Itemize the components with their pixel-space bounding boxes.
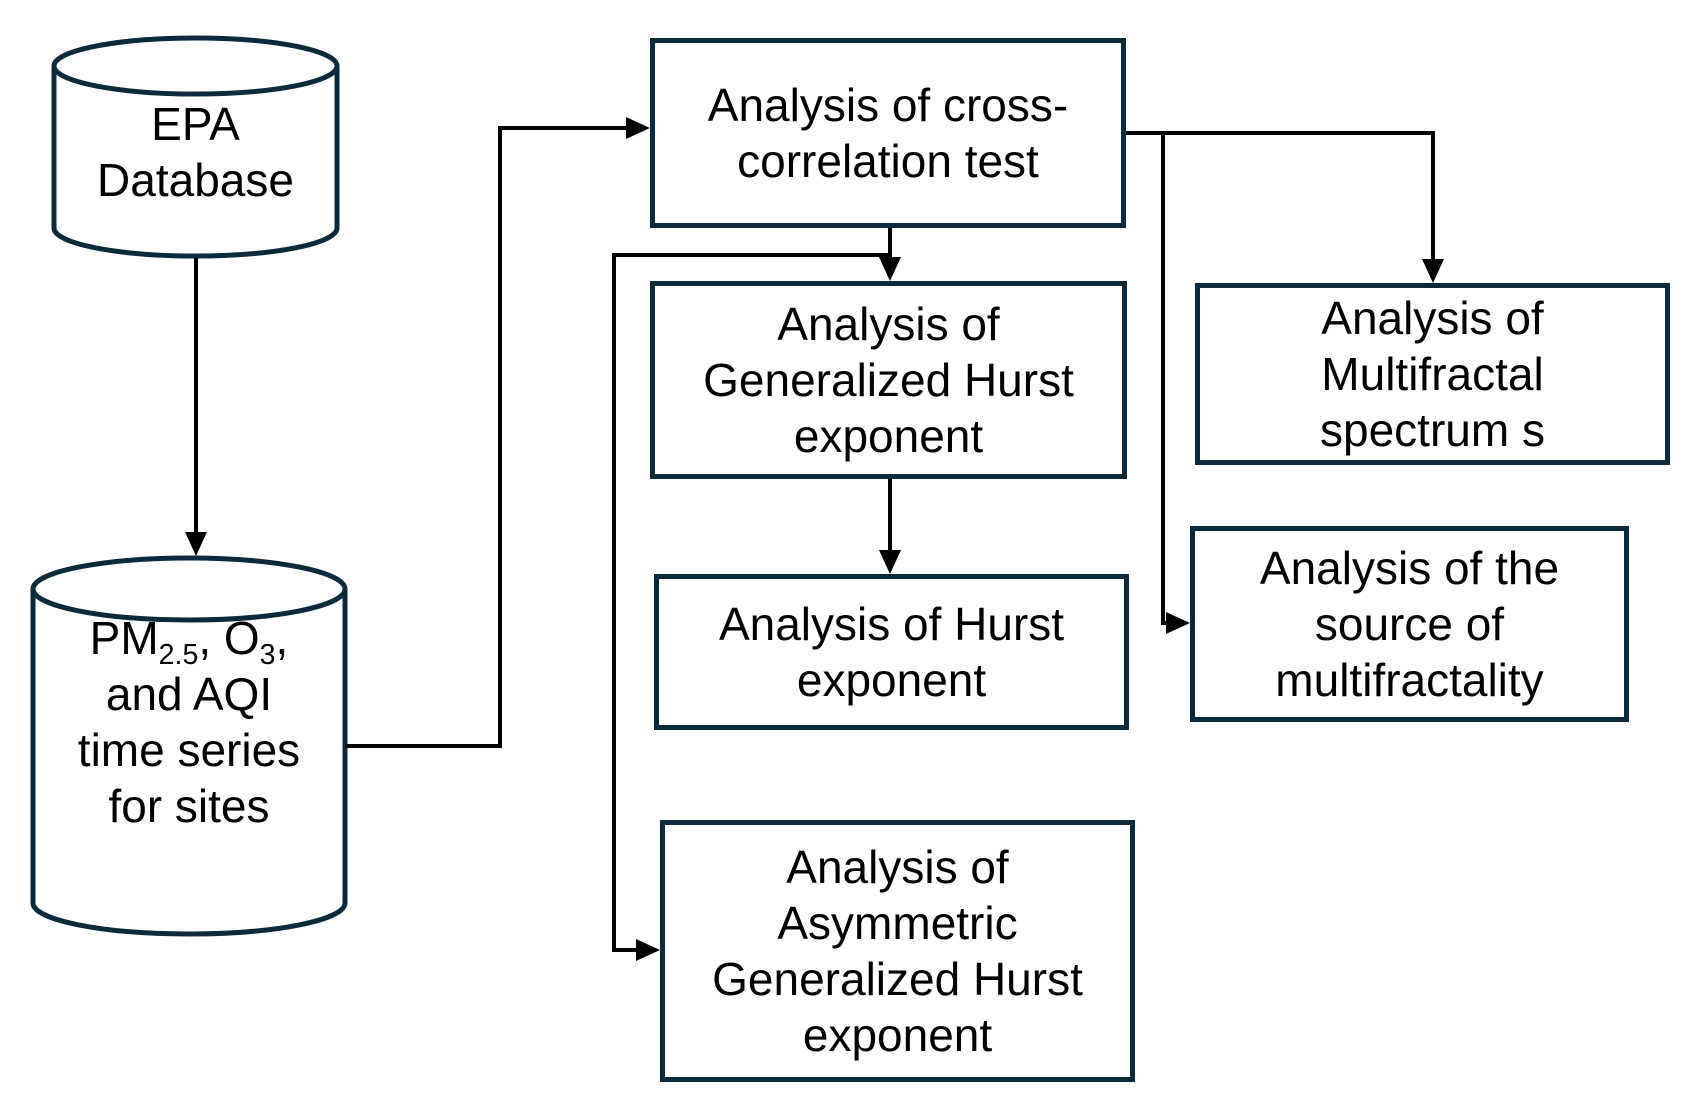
cylinder-body — [51, 66, 340, 259]
epa-database-cylinder-shape — [51, 35, 340, 259]
arrowhead-right — [636, 939, 660, 961]
node-hurst-box: Analysis of Hurst exponent — [654, 574, 1129, 730]
arrowhead-down — [879, 550, 901, 574]
arrowhead-right — [626, 117, 650, 139]
edge-generalized-hurst-to-hurst — [879, 477, 901, 574]
edge-cross-correlation-to-source-of-multifractality — [1161, 133, 1190, 634]
edge-cross-correlation-to-multifractal-spectrum — [1124, 131, 1444, 283]
cylinder-top-ellipse — [30, 555, 348, 623]
multifractal-spectrum-label: Analysis of Multifractal spectrum s — [1320, 292, 1545, 456]
asymmetric-generalized-hurst-label: Analysis of Asymmetric Generalized Hurst… — [712, 841, 1083, 1061]
pm-timeseries-label-wrap: PM2.5, O3, and AQI time series for sites — [33, 592, 345, 852]
pm-timeseries-label: PM2.5, O3, and AQI time series for sites — [77, 612, 301, 832]
node-source-of-multifractality-box: Analysis of the source of multifractalit… — [1190, 526, 1629, 722]
node-generalized-hurst-box: Analysis of Generalized Hurst exponent — [650, 281, 1127, 479]
arrowhead-down — [1422, 259, 1444, 283]
arrowhead-down — [879, 257, 901, 281]
edge-epa-database-to-pm-timeseries — [185, 258, 207, 556]
edge-cross-correlation-to-asymmetric-generalized-hurst — [612, 253, 890, 961]
generalized-hurst-label: Analysis of Generalized Hurst exponent — [703, 298, 1074, 462]
epa-database-label-wrap: EPA Database — [54, 66, 337, 238]
arrowhead-down — [185, 532, 207, 556]
source-of-multifractality-label: Analysis of the source of multifractalit… — [1259, 542, 1560, 706]
cross-correlation-label: Analysis of cross- correlation test — [707, 79, 1069, 187]
hurst-label: Analysis of Hurst exponent — [718, 598, 1065, 706]
edge-pm-timeseries-to-cross-correlation — [345, 117, 650, 748]
epa-database-label: EPA Database — [97, 98, 294, 206]
arrowhead-right — [1166, 612, 1190, 634]
node-multifractal-spectrum-box: Analysis of Multifractal spectrum s — [1195, 283, 1670, 465]
cylinder-top-ellipse — [51, 35, 340, 97]
cylinder-body — [30, 589, 348, 937]
node-asymmetric-generalized-hurst-box: Analysis of Asymmetric Generalized Hurst… — [660, 820, 1135, 1082]
pm-timeseries-cylinder-shape — [30, 555, 348, 937]
node-cross-correlation-box: Analysis of cross- correlation test — [650, 38, 1126, 228]
